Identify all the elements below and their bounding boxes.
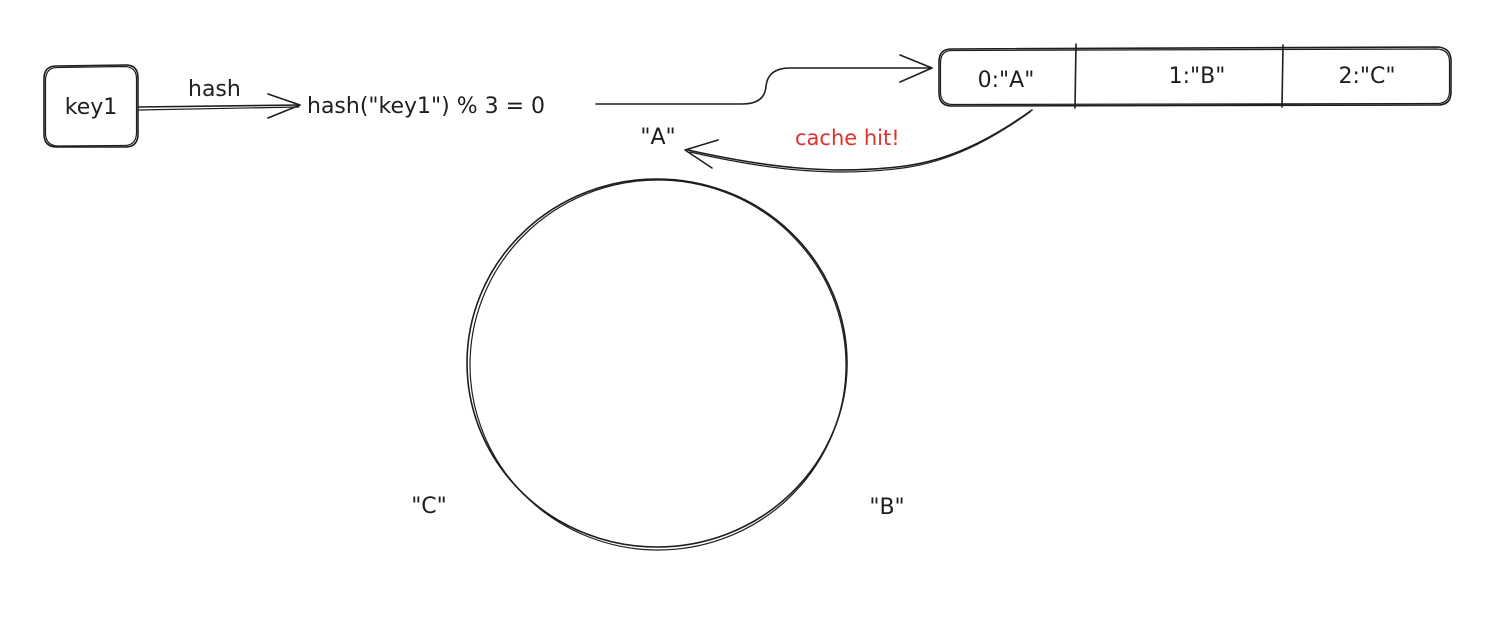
table-cell-0: 0:"A" (978, 68, 1035, 93)
key-box[interactable]: key1 (43, 64, 139, 148)
ring-node-c: "C" (411, 494, 447, 519)
lookup-arrow (595, 54, 933, 105)
lookup-table: 0:"A" 1:"B" 2:"C" (938, 43, 1452, 109)
key-box-label: key1 (65, 95, 118, 120)
hash-expression: hash("key1") % 3 = 0 (307, 94, 545, 119)
ring-node-b: "B" (869, 495, 904, 520)
cache-hit-arrow: cache hit! (684, 109, 1033, 173)
table-cell-2: 2:"C" (1338, 64, 1395, 89)
table-cell-1: 1:"B" (1169, 64, 1226, 89)
hash-arrow-label: hash (188, 77, 241, 102)
ring-node-a: "A" (640, 125, 675, 150)
hash-arrow: hash (137, 77, 301, 119)
cache-hit-label: cache hit! (795, 126, 900, 150)
hash-ring (466, 178, 848, 551)
